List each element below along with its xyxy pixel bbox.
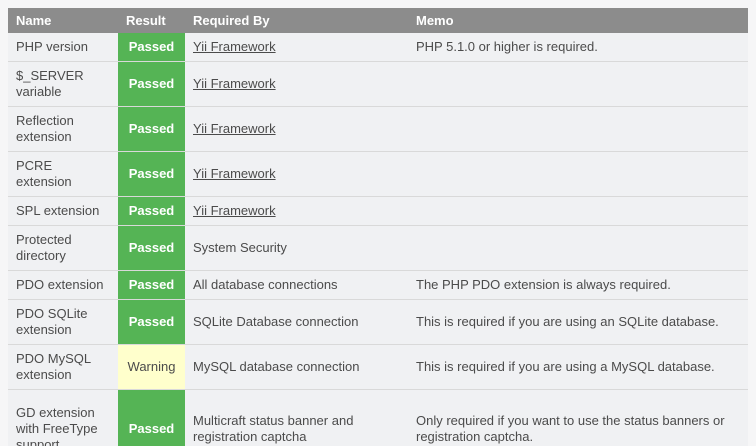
result-badge: Passed (118, 196, 185, 226)
required-by-cell: Yii Framework (185, 33, 408, 62)
memo-text (408, 196, 748, 226)
required-by-link[interactable]: Yii Framework (193, 39, 276, 54)
result-badge: Passed (118, 33, 185, 62)
required-by-cell: MySQL database connection (185, 344, 408, 390)
memo-text (408, 61, 748, 107)
requirement-name: GD extension with FreeType support (8, 389, 118, 446)
required-by-text: MySQL database connection (193, 359, 360, 374)
result-badge: Passed (118, 299, 185, 345)
required-by-text: SQLite Database connection (193, 314, 359, 329)
required-by-link[interactable]: Yii Framework (193, 203, 276, 218)
result-badge: Warning (118, 344, 185, 390)
memo-text: PHP 5.1.0 or higher is required. (408, 33, 748, 62)
required-by-cell: SQLite Database connection (185, 299, 408, 345)
memo-text: Only required if you want to use the sta… (408, 389, 748, 446)
required-by-link[interactable]: Yii Framework (193, 166, 276, 181)
requirement-name: PDO MySQL extension (8, 344, 118, 390)
result-badge: Passed (118, 106, 185, 152)
table-header: Name Result Required By Memo (8, 8, 748, 33)
required-by-text: System Security (193, 240, 287, 255)
result-badge: Passed (118, 225, 185, 271)
required-by-link[interactable]: Yii Framework (193, 76, 276, 91)
result-badge: Passed (118, 151, 185, 197)
required-by-cell: Yii Framework (185, 151, 408, 197)
memo-text: This is required if you are using an SQL… (408, 299, 748, 345)
memo-text: The PHP PDO extension is always required… (408, 270, 748, 300)
required-by-cell: All database connections (185, 270, 408, 300)
requirement-name: Reflection extension (8, 106, 118, 152)
memo-text (408, 225, 748, 271)
result-badge: Passed (118, 61, 185, 107)
requirement-name: PDO extension (8, 270, 118, 300)
required-by-cell: System Security (185, 225, 408, 271)
requirements-table: Name Result Required By Memo PHP version… (8, 8, 748, 446)
header-memo: Memo (408, 8, 748, 33)
requirement-name: PHP version (8, 33, 118, 62)
required-by-text: Multicraft status banner and registratio… (193, 412, 354, 444)
required-by-link[interactable]: Yii Framework (193, 121, 276, 136)
required-by-cell: Yii Framework (185, 196, 408, 226)
required-by-cell: Yii Framework (185, 61, 408, 107)
header-name: Name (8, 8, 118, 33)
result-badge: Passed (118, 389, 185, 446)
requirement-name: PDO SQLite extension (8, 299, 118, 345)
requirement-name: Protected directory (8, 225, 118, 271)
required-by-cell: Multicraft status banner and registratio… (185, 389, 408, 446)
header-required-by: Required By (185, 8, 408, 33)
table-header-row: Name Result Required By Memo (8, 8, 748, 33)
result-badge: Passed (118, 270, 185, 300)
requirement-name: SPL extension (8, 196, 118, 226)
memo-text: This is required if you are using a MySQ… (408, 344, 748, 390)
required-by-cell: Yii Framework (185, 106, 408, 152)
header-result: Result (118, 8, 185, 33)
required-by-text: All database connections (193, 277, 338, 292)
memo-text (408, 106, 748, 152)
requirement-name: $_SERVER variable (8, 61, 118, 107)
memo-text (408, 151, 748, 197)
requirement-name: PCRE extension (8, 151, 118, 197)
